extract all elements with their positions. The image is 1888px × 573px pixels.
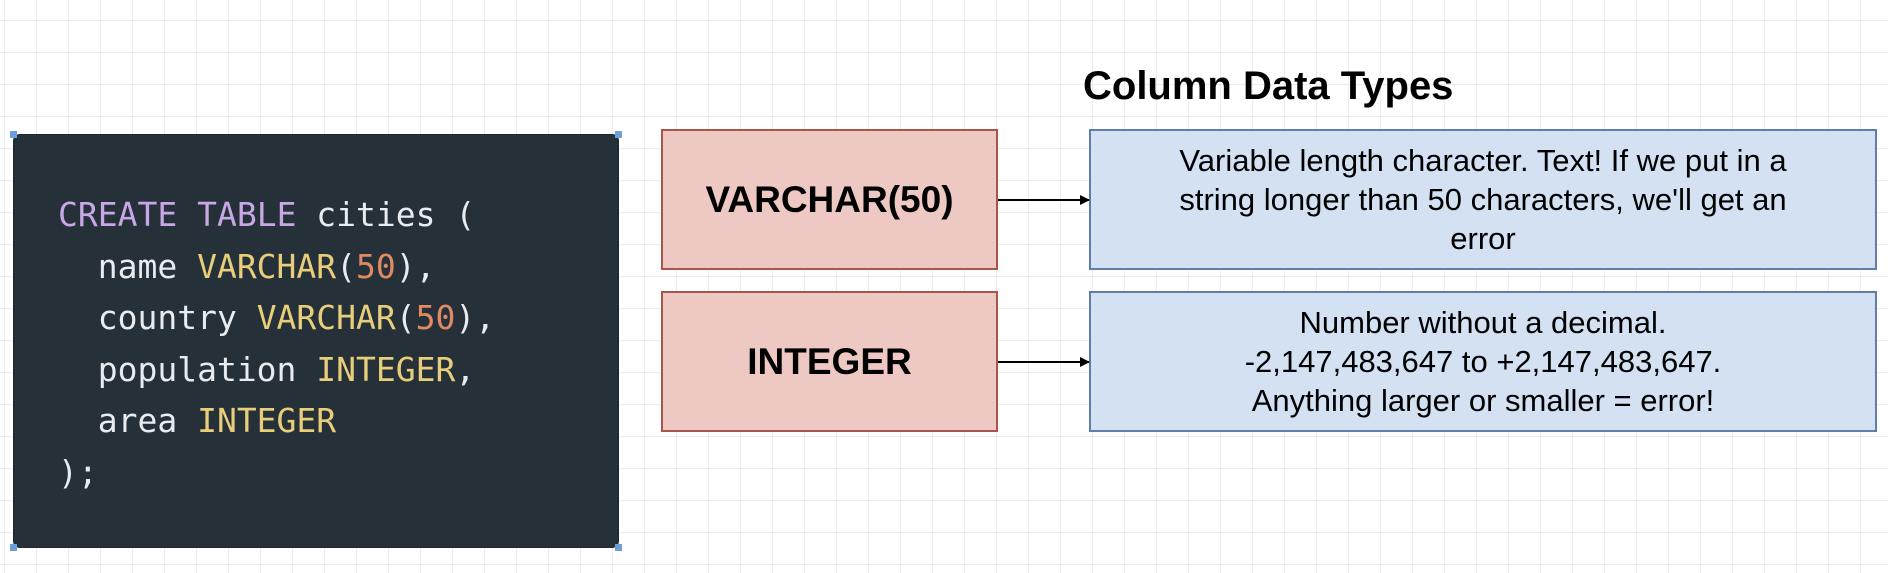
code-token: country — [58, 298, 257, 337]
code-token: INTEGER — [316, 349, 456, 389]
selection-handle-top-left[interactable] — [10, 131, 17, 138]
code-token: name — [58, 246, 198, 286]
code-token: area — [58, 401, 198, 440]
integer-type-box[interactable]: INTEGER — [661, 291, 998, 432]
code-token: ( — [336, 246, 357, 286]
code-line: name VARCHAR(50), — [58, 241, 495, 293]
code-token: ); — [58, 452, 98, 492]
integer-description-text: Number without a decimal. -2,147,483,647… — [1244, 305, 1722, 418]
selection-handle-bottom-left[interactable] — [10, 544, 17, 551]
code-token: 50 — [415, 298, 456, 337]
code-token: , — [455, 349, 476, 389]
varchar-description-box[interactable]: Variable length character. Text! If we p… — [1089, 129, 1877, 270]
selection-handle-top-right[interactable] — [615, 131, 622, 138]
integer-description-box[interactable]: Number without a decimal. -2,147,483,647… — [1089, 291, 1877, 432]
code-token: 50 — [356, 246, 396, 286]
code-token: ), — [395, 246, 436, 286]
code-line: ); — [58, 447, 495, 499]
integer-type-label: INTEGER — [747, 340, 912, 382]
code-token: VARCHAR — [197, 246, 337, 286]
varchar-type-label: VARCHAR(50) — [705, 178, 954, 220]
code-line: population INTEGER, — [58, 344, 495, 396]
code-token: ), — [455, 298, 496, 337]
varchar-type-box[interactable]: VARCHAR(50) — [661, 129, 998, 270]
sql-code-block: CREATE TABLE cities ( name VARCHAR(50), … — [58, 189, 495, 498]
varchar-description-text: Variable length character. Text! If we p… — [1179, 143, 1787, 256]
code-token: VARCHAR — [256, 298, 396, 337]
code-token: TABLE — [197, 195, 297, 234]
code-token: cities ( — [296, 195, 476, 234]
selection-handle-bottom-right[interactable] — [615, 544, 622, 551]
diagram-title: Column Data Types — [1083, 64, 1454, 108]
code-token: population — [58, 349, 317, 389]
code-token: CREATE — [58, 195, 178, 234]
code-line: area INTEGER — [58, 395, 495, 447]
code-line: CREATE TABLE cities ( — [58, 189, 495, 241]
code-token: INTEGER — [197, 401, 337, 440]
code-token: ( — [395, 298, 416, 337]
code-panel: CREATE TABLE cities ( name VARCHAR(50), … — [10, 131, 622, 551]
code-line: country VARCHAR(50), — [58, 292, 495, 344]
